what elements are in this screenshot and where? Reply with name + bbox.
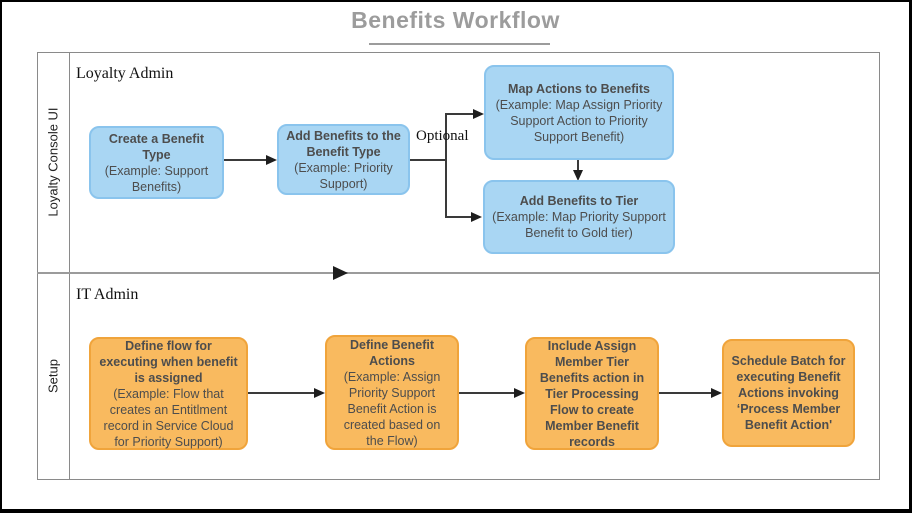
connector-line [248, 392, 316, 394]
step-define-benefit-actions: Define Benefit Actions (Example: Assign … [325, 335, 459, 450]
step-title: Define flow for executing when benefit i… [99, 338, 238, 385]
step-title: Include Assign Member Tier Benefits acti… [539, 338, 645, 449]
step-example: (Example: Priority Support) [294, 160, 393, 191]
step-map-actions-to-benefits: Map Actions to Benefits (Example: Map As… [484, 65, 674, 160]
step-add-benefits-to-tier: Add Benefits to Tier (Example: Map Prior… [483, 180, 675, 254]
step-example: (Example: Support Benefits) [104, 163, 209, 194]
step-title: Define Benefit Actions [349, 337, 435, 368]
connector-line [659, 392, 713, 394]
step-title: Add Benefits to the Benefit Type [286, 128, 401, 159]
connector-arrowhead [711, 388, 722, 398]
page-title: Benefits Workflow [351, 7, 560, 33]
connector-line [445, 113, 474, 115]
step-example: (Example: Assign Priority Support Benefi… [343, 369, 441, 448]
step-title: Add Benefits to Tier [519, 194, 639, 208]
step-title: Schedule Batch for executing Benefit Act… [731, 354, 846, 432]
step-example: (Example: Map Assign Priority Support Ac… [495, 97, 663, 144]
connector-line [410, 159, 447, 161]
lane-label-setup: Setup [45, 359, 61, 393]
connector-line [577, 160, 579, 172]
step-title: Create a Benefit Type [108, 131, 205, 162]
step-include-assign-member-tier: Include Assign Member Tier Benefits acti… [525, 337, 659, 450]
step-schedule-batch: Schedule Batch for executing Benefit Act… [722, 339, 855, 447]
connector-line [459, 392, 516, 394]
title-underline [369, 43, 550, 45]
connector-line [445, 114, 447, 218]
actor-label-it-admin: IT Admin [76, 286, 139, 303]
step-add-benefits-to-type: Add Benefits to the Benefit Type (Exampl… [277, 124, 410, 195]
connector-arrowhead [573, 170, 583, 181]
actor-label-loyalty-admin: Loyalty Admin [76, 65, 174, 82]
step-title: Map Actions to Benefits [508, 81, 650, 96]
connector-arrowhead [514, 388, 525, 398]
step-create-benefit-type: Create a Benefit Type (Example: Support … [89, 126, 224, 199]
sidebar-divider-line [69, 52, 70, 480]
connector-arrowhead [471, 212, 482, 222]
step-example: (Example: Map Priority Support Benefit t… [492, 210, 666, 240]
connector-arrowhead [266, 155, 277, 165]
step-example: (Example: Flow that creates an Entitlmen… [103, 386, 234, 449]
connector-line [224, 159, 268, 161]
step-define-flow: Define flow for executing when benefit i… [89, 337, 248, 450]
lane-divider-line [37, 272, 880, 274]
connector-arrowhead [473, 109, 484, 119]
lane-flow-arrowhead [333, 266, 348, 280]
lane-label-loyalty-console-ui: Loyalty Console UI [45, 107, 61, 217]
connector-line [445, 216, 472, 218]
swimlane-frame [37, 52, 880, 480]
connector-arrowhead [314, 388, 325, 398]
optional-label: Optional [416, 128, 469, 144]
